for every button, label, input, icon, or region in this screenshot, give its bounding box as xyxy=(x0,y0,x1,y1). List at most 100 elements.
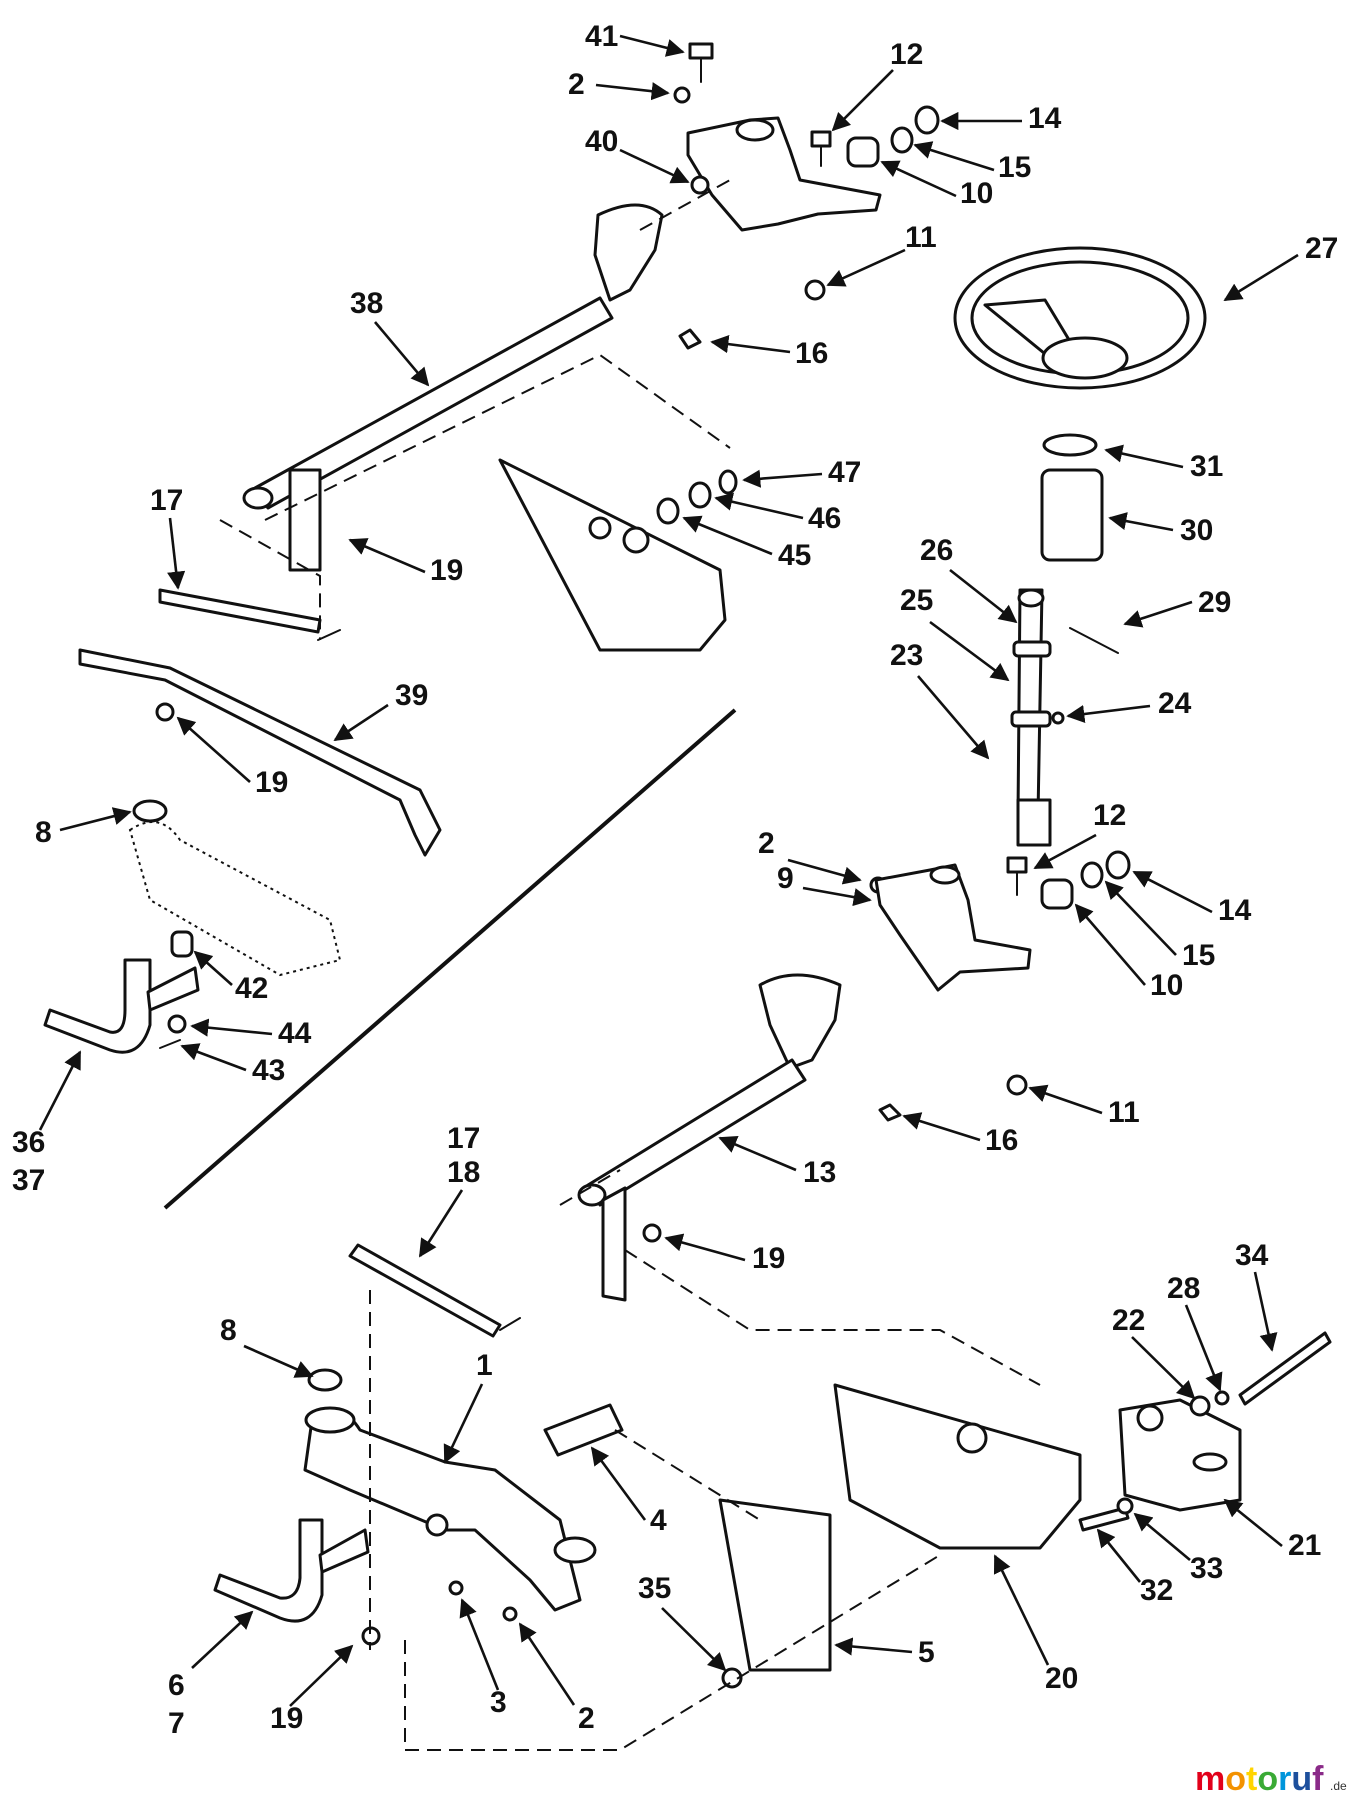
steering-wheel-27 xyxy=(953,246,1207,390)
callout-2-top: 2 xyxy=(568,68,585,101)
callout-25: 25 xyxy=(900,584,933,617)
front-axle-1 xyxy=(303,1409,582,1612)
bushing-10-bottom xyxy=(1040,878,1074,910)
cotter-pin-16-bottom xyxy=(878,1103,902,1122)
callout-8-bottom: 8 xyxy=(220,1314,237,1347)
pitman-plate-top xyxy=(288,468,322,572)
callout-33: 33 xyxy=(1190,1552,1223,1585)
mounting-plate-5 xyxy=(718,1498,832,1672)
callout-26: 26 xyxy=(920,534,953,567)
side-plate-top xyxy=(498,458,727,652)
callout-28: 28 xyxy=(1167,1272,1200,1305)
callout-10-bottom: 10 xyxy=(1150,969,1183,1002)
key-24-part xyxy=(1051,711,1065,725)
callout-7: 7 xyxy=(168,1707,185,1740)
callout-27: 27 xyxy=(1305,232,1338,265)
callout-17-top: 17 xyxy=(150,484,183,517)
callout-20: 20 xyxy=(1045,1662,1078,1695)
bottom-assembly xyxy=(213,850,1332,1751)
callout-38: 38 xyxy=(350,287,383,320)
cotter-pin-16-top xyxy=(678,328,702,350)
callout-5: 5 xyxy=(918,1636,935,1669)
nut-11-bottom-part xyxy=(1006,1074,1028,1096)
callout-19-bottom-right: 19 xyxy=(752,1242,785,1275)
svg-text:motoruf: motoruf xyxy=(1195,1760,1324,1798)
callout-3: 3 xyxy=(490,1686,507,1719)
dashed-guide-bottom-3 xyxy=(624,1249,1041,1386)
callout-17-bottom: 17 xyxy=(447,1122,480,1155)
nut-11-top-part xyxy=(804,279,826,301)
dashed-guide-bottom-4 xyxy=(614,1429,761,1521)
callout-10-top: 10 xyxy=(960,177,993,210)
callout-16-bottom: 16 xyxy=(985,1124,1018,1157)
bolt-12-top-part xyxy=(810,130,832,167)
callout-43: 43 xyxy=(252,1054,285,1087)
callout-31: 31 xyxy=(1190,450,1223,483)
bolt-41-part xyxy=(688,42,714,83)
callout-30: 30 xyxy=(1180,514,1213,547)
bushing-22-part xyxy=(1189,1395,1211,1417)
callout-44: 44 xyxy=(278,1017,312,1050)
callouts: 41 2 12 14 15 10 40 11 27 38 16 17 19 31… xyxy=(12,20,1338,1740)
callout-47: 47 xyxy=(828,456,861,489)
callout-42: 42 xyxy=(235,972,268,1005)
tie-rod-39 xyxy=(78,648,442,857)
callout-22: 22 xyxy=(1112,1304,1145,1337)
bolt-34-part xyxy=(1238,1331,1332,1406)
callout-40: 40 xyxy=(585,125,618,158)
callout-39: 39 xyxy=(395,679,428,712)
callout-12-top: 12 xyxy=(890,38,923,71)
nut-19-bottom-right-part xyxy=(642,1223,662,1243)
sector-gear-top xyxy=(593,203,664,302)
callout-19-top: 19 xyxy=(430,554,463,587)
steering-shaft-13 xyxy=(586,1058,807,1207)
callout-37: 37 xyxy=(12,1164,45,1197)
callout-8-top: 8 xyxy=(35,816,52,849)
callout-13: 13 xyxy=(803,1156,836,1189)
bushing-45-part xyxy=(656,497,680,525)
washer-28-part xyxy=(1214,1390,1230,1406)
sector-gear-bottom xyxy=(758,973,842,1070)
dashed-guide-bottom-5 xyxy=(559,1169,621,1206)
callout-15-bottom: 15 xyxy=(1182,939,1215,972)
nut-40-part xyxy=(690,175,710,195)
washer-8-top-part xyxy=(132,799,168,823)
callout-1: 1 xyxy=(476,1349,493,1382)
callout-29: 29 xyxy=(1198,586,1231,619)
frame-plate-20 xyxy=(833,1383,1082,1550)
callout-6: 6 xyxy=(168,1669,185,1702)
bolt-32-part xyxy=(1078,1506,1130,1532)
svg-text:.de: .de xyxy=(1330,1779,1347,1793)
callout-15-top: 15 xyxy=(998,151,1031,184)
dashed-guide-top-3 xyxy=(639,179,731,231)
pivot-pin-4 xyxy=(543,1403,624,1457)
callout-18: 18 xyxy=(447,1156,480,1189)
fitting-2-part xyxy=(502,1606,518,1622)
nut-19-left-part xyxy=(155,702,175,722)
motoruf-logo: motoruf .de xyxy=(1195,1760,1347,1798)
callout-14-top: 14 xyxy=(1028,102,1062,135)
ring-47-part xyxy=(718,469,738,495)
bushing-42-part xyxy=(170,930,194,958)
callout-41: 41 xyxy=(585,20,618,53)
spacer-30-part xyxy=(1040,468,1104,562)
callout-12-bottom: 12 xyxy=(1093,799,1126,832)
spindle-36-37 xyxy=(43,958,152,1054)
callout-2-bottom: 2 xyxy=(758,827,775,860)
callout-35: 35 xyxy=(638,1572,671,1605)
callout-24: 24 xyxy=(1158,687,1192,720)
pin-29-part xyxy=(1069,627,1119,654)
axle-dotted-outline xyxy=(128,821,342,977)
callout-11-bottom: 11 xyxy=(1108,1096,1140,1129)
callout-32: 32 xyxy=(1140,1574,1173,1607)
callout-21: 21 xyxy=(1288,1529,1321,1562)
steering-bracket-9 xyxy=(874,863,1032,992)
section-divider xyxy=(163,708,737,1210)
fitting-3-part xyxy=(448,1580,464,1596)
washer-33-part xyxy=(1116,1497,1134,1515)
pitman-plate-bottom xyxy=(601,1186,627,1302)
callout-14-bottom: 14 xyxy=(1218,894,1252,927)
nut-35-part xyxy=(721,1667,743,1689)
callout-16-top: 16 xyxy=(795,337,828,370)
drag-link-17-top xyxy=(158,588,322,634)
